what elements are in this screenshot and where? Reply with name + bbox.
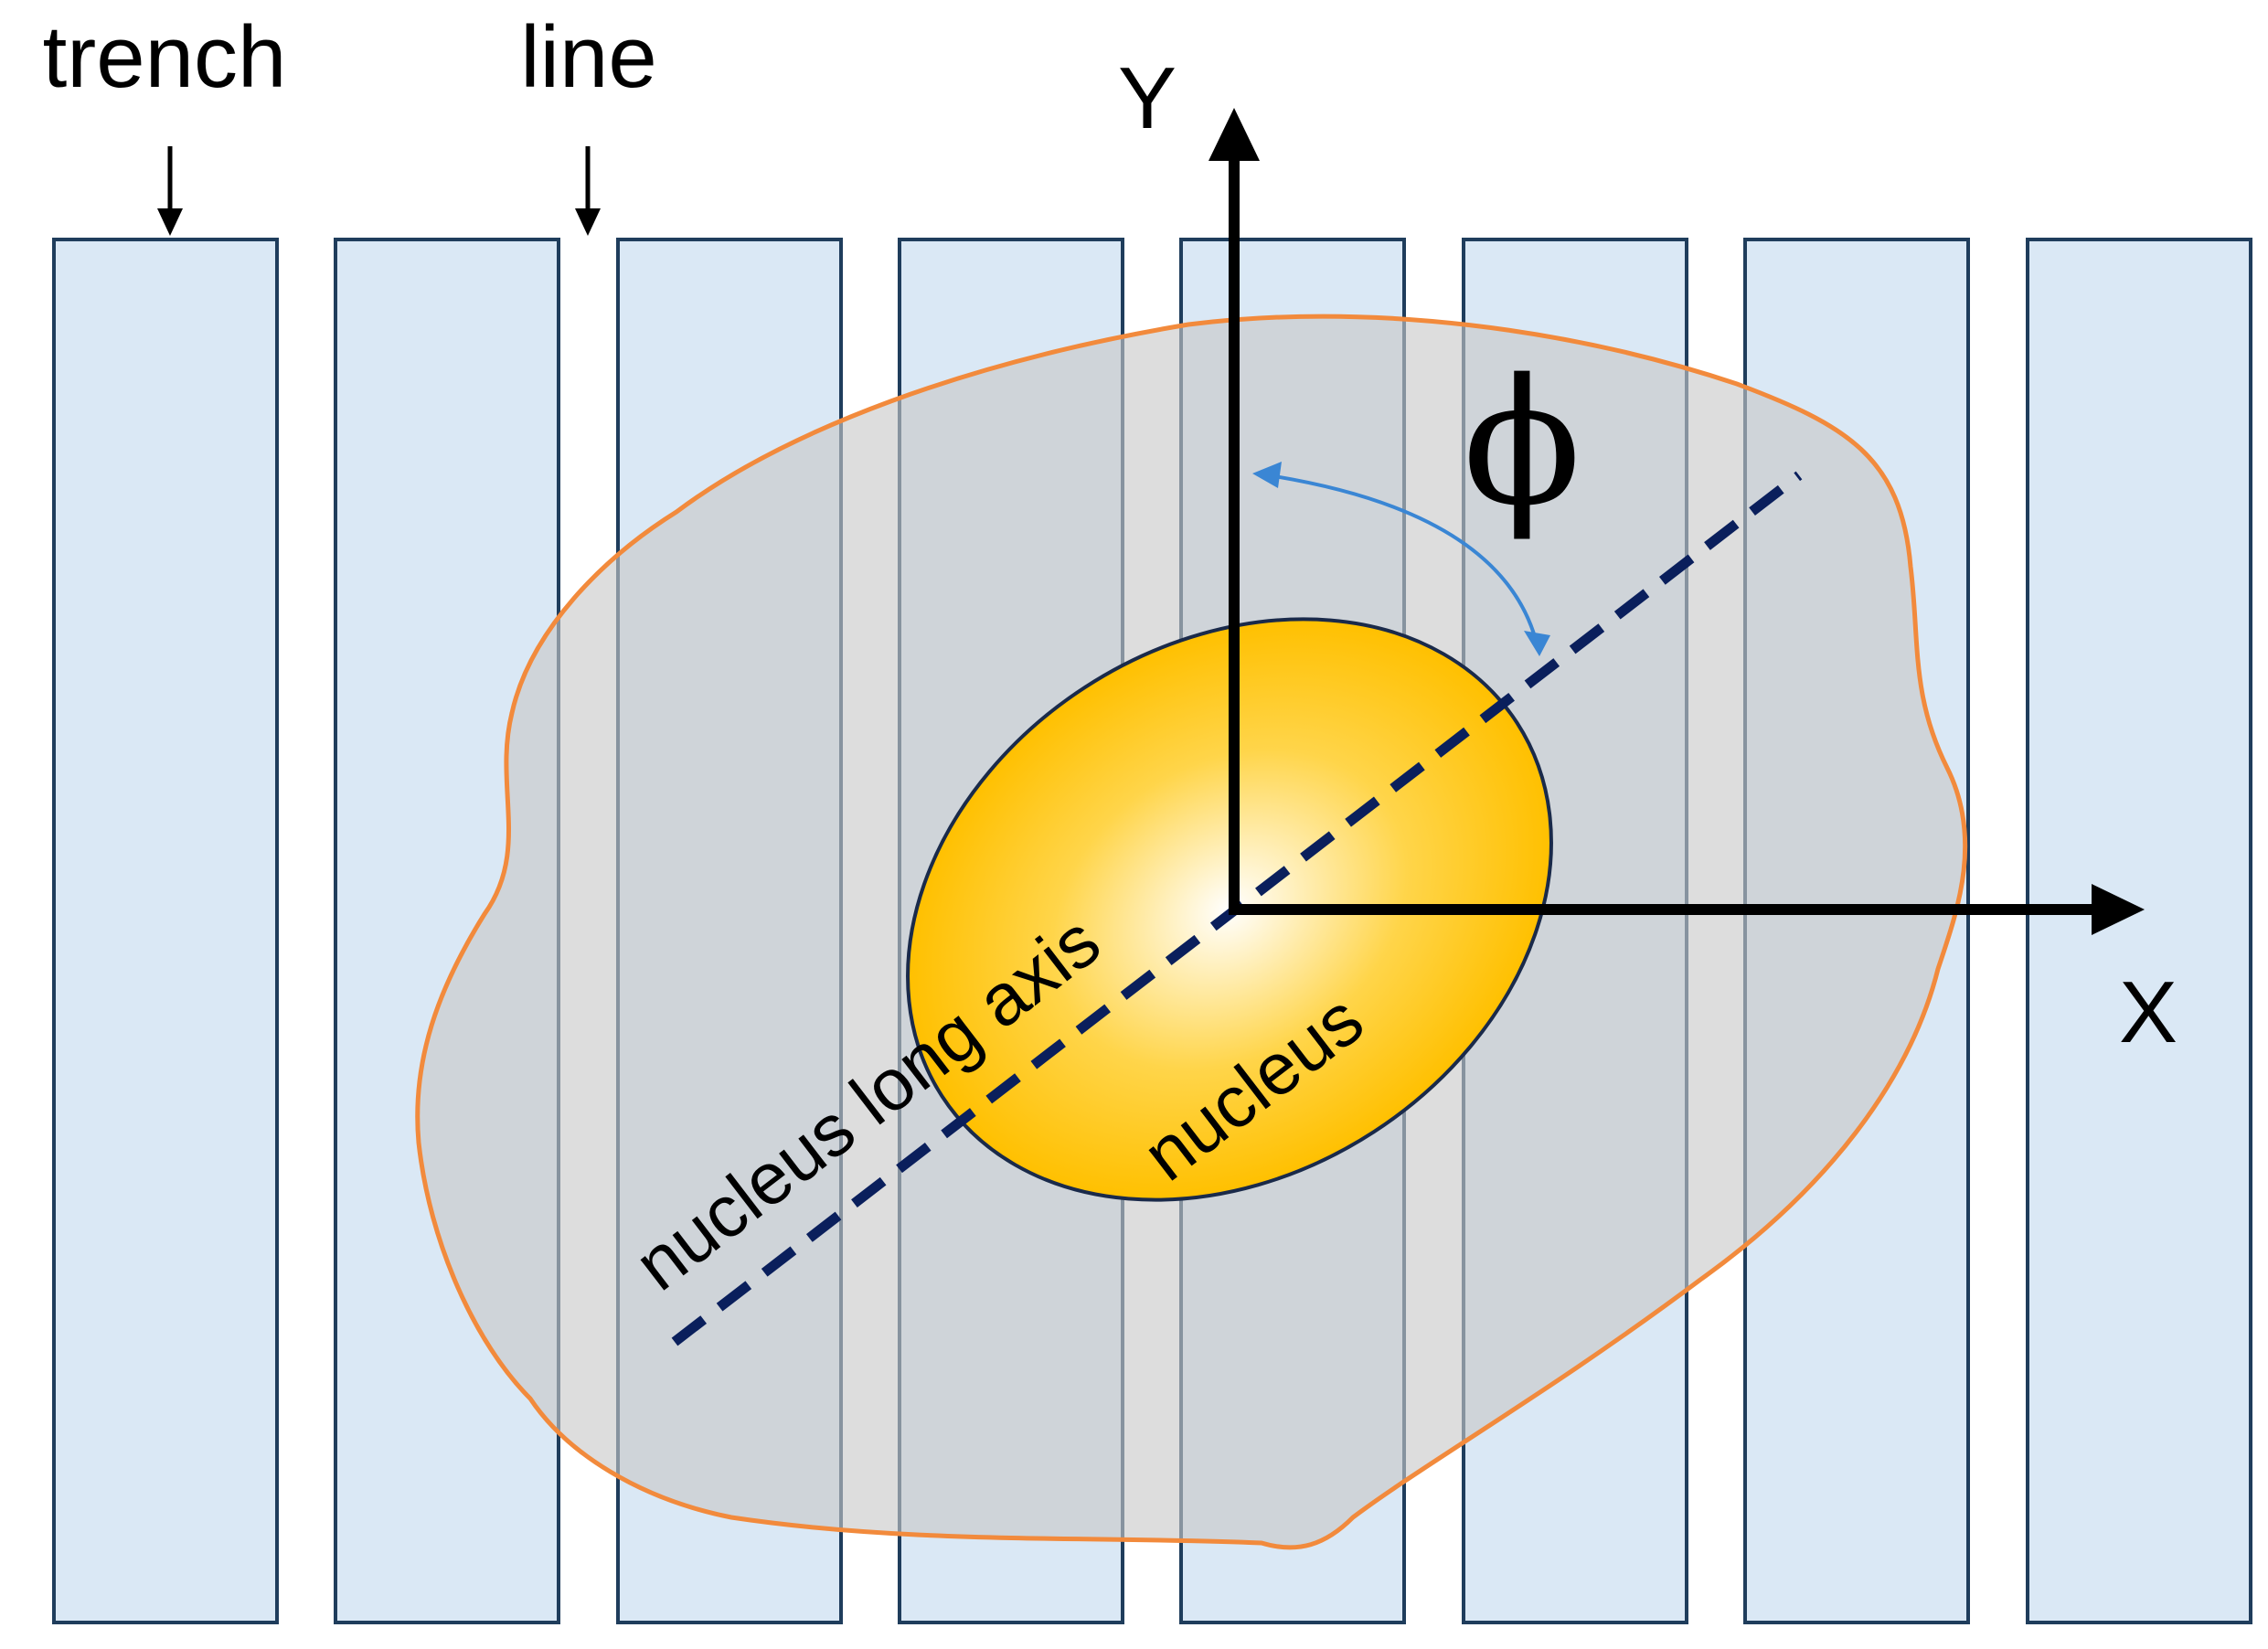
phi-angle-arrow bbox=[1252, 462, 1550, 656]
trench-strip bbox=[2026, 238, 2252, 1624]
y-axis-label: Y bbox=[1118, 49, 1177, 147]
trench-strip bbox=[52, 238, 279, 1624]
x-axis-arrowhead bbox=[2092, 884, 2145, 935]
coordinate-axes bbox=[1209, 108, 2145, 935]
y-axis-arrowhead bbox=[1209, 108, 1260, 161]
x-axis-label: X bbox=[2119, 963, 2177, 1061]
phi-label: ϕ bbox=[1463, 342, 1581, 544]
line-label: line bbox=[520, 8, 656, 106]
down-arrow-icon bbox=[575, 146, 601, 236]
down-arrow-icon bbox=[157, 146, 183, 236]
trench-label: trench bbox=[43, 8, 287, 106]
